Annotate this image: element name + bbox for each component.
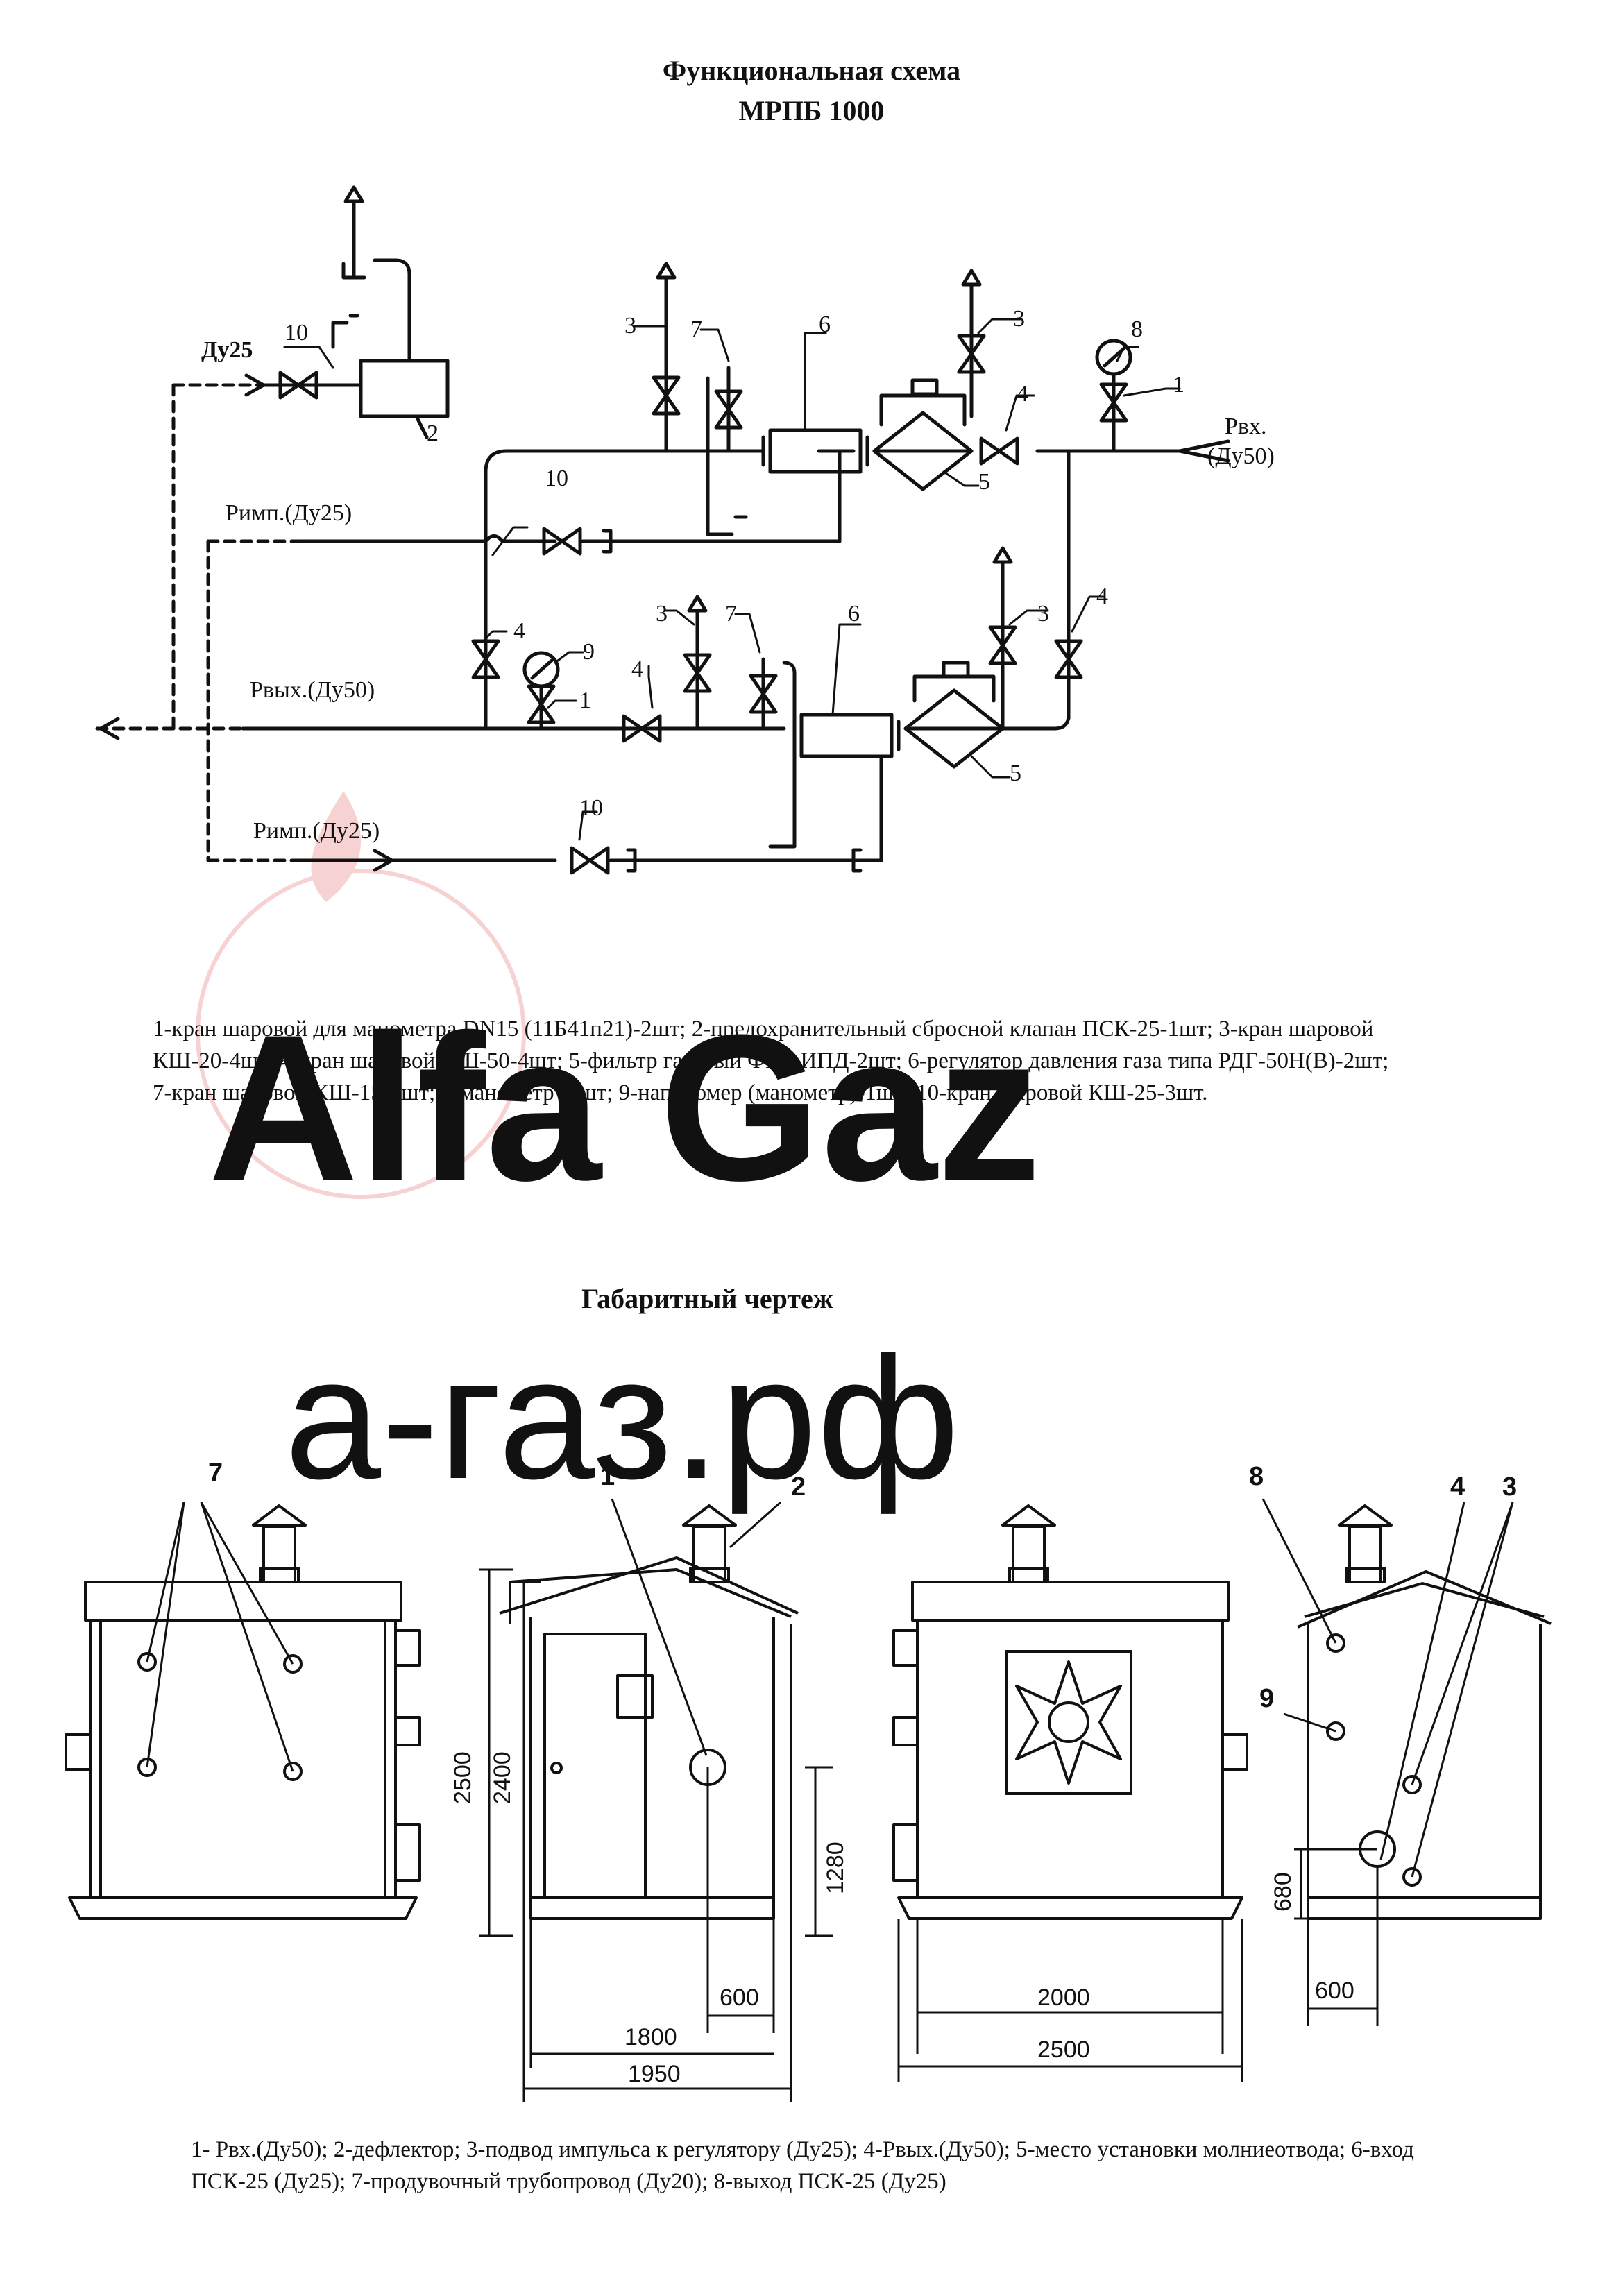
functional-scheme: 10 2 3 7 6 3 8 1 4 5 10 4 9 1 4 3 7 6 3 … (95, 185, 1275, 971)
page-subtitle: МРПБ 1000 (738, 95, 885, 126)
callout-8: 8 (1249, 1462, 1264, 1491)
watermark-logo (196, 869, 526, 1199)
dim-2500-width: 2500 (1037, 2036, 1090, 2063)
callout: 6 (819, 312, 831, 337)
label-du25: Ду25 (201, 337, 253, 363)
view-right-side (1261, 1498, 1552, 2026)
dim-2000: 2000 (1037, 1984, 1090, 2011)
label-p-in-du: (Ду50) (1207, 443, 1275, 469)
callout-1: 1 (600, 1462, 615, 1491)
label-p-imp-bottom: Римп.(Ду25) (253, 818, 380, 844)
callout-2: 2 (791, 1472, 806, 1502)
dim-2400-height: 2400 (489, 1751, 516, 1804)
callout: 7 (690, 316, 702, 342)
watermark-flame-icon (311, 791, 362, 902)
callout-numbers: 10 2 3 7 6 3 8 1 4 5 10 4 9 1 4 3 7 6 3 … (284, 306, 1184, 821)
psk-valve-box (359, 359, 450, 418)
dim-680: 680 (1270, 1872, 1296, 1912)
dim-1950: 1950 (628, 2061, 681, 2087)
callout-9: 9 (1259, 1684, 1274, 1713)
view-left-side (65, 1502, 421, 1920)
drawing-callouts: 7 1 2 8 4 3 9 (208, 1459, 1517, 1713)
callout: 3 (656, 601, 668, 627)
callout: 1 (579, 688, 591, 713)
label-p-out: Рвых.(Ду50) (250, 677, 375, 703)
label-p-in: Рвх. (1225, 414, 1266, 439)
callout: 10 (284, 320, 308, 346)
callout: 10 (579, 795, 603, 821)
callout: 4 (513, 618, 525, 644)
callout: 10 (545, 466, 568, 491)
section-title-dimensions: Габаритный чертеж (581, 1283, 833, 1314)
page-title: Функциональная схема (662, 55, 961, 86)
view-back (892, 1504, 1248, 2082)
callout: 4 (631, 656, 643, 682)
callout: 4 (1017, 381, 1028, 407)
callout-leaders (283, 318, 1181, 841)
view-front-door (479, 1498, 833, 2102)
callout: 3 (1037, 601, 1049, 627)
callout: 8 (1131, 316, 1143, 342)
dim-1800: 1800 (624, 2024, 677, 2050)
callout: 5 (1010, 760, 1021, 786)
upper-line (206, 264, 1230, 862)
callout: 7 (725, 601, 737, 627)
callout: 2 (427, 420, 439, 446)
callout: 6 (848, 601, 860, 627)
callout: 9 (583, 639, 595, 665)
dim-600-front: 600 (720, 1984, 759, 2011)
callout-7: 7 (208, 1459, 223, 1488)
dim-600-side: 600 (1315, 1978, 1354, 2004)
label-p-imp-top: Римп.(Ду25) (226, 500, 352, 526)
callout-4: 4 (1450, 1472, 1465, 1502)
callout: 4 (1096, 584, 1108, 609)
legend-drawing: 1- Рвх.(Ду50); 2-дефлектор; 3-подвод имп… (191, 2137, 1414, 2194)
legend-scheme: 1-кран шаровой для манометра DN15 (11Б41… (153, 1017, 1389, 1105)
callout: 5 (978, 469, 990, 495)
relief-valve-group (171, 185, 450, 731)
watermark-brand: Alfa Gaz (208, 991, 1041, 1224)
dim-1280: 1280 (822, 1842, 849, 1894)
callout: 1 (1173, 372, 1184, 398)
callout: 3 (1013, 306, 1025, 332)
regulator-6-bottom (799, 713, 894, 758)
lower-line (95, 525, 1081, 873)
dim-2500-height: 2500 (450, 1751, 476, 1804)
dimension-labels: 2500 2400 1280 600 1800 1950 2000 2500 6… (450, 1751, 1354, 2087)
callout: 3 (624, 313, 636, 339)
regulator-6-top (768, 428, 863, 474)
callout-3: 3 (1502, 1472, 1517, 1502)
scheme-labels: Ду25 Рвх. (Ду50) Римп.(Ду25) Рвых.(Ду50)… (201, 337, 1275, 844)
watermark-domain: а-газ.рф (284, 1321, 960, 1515)
